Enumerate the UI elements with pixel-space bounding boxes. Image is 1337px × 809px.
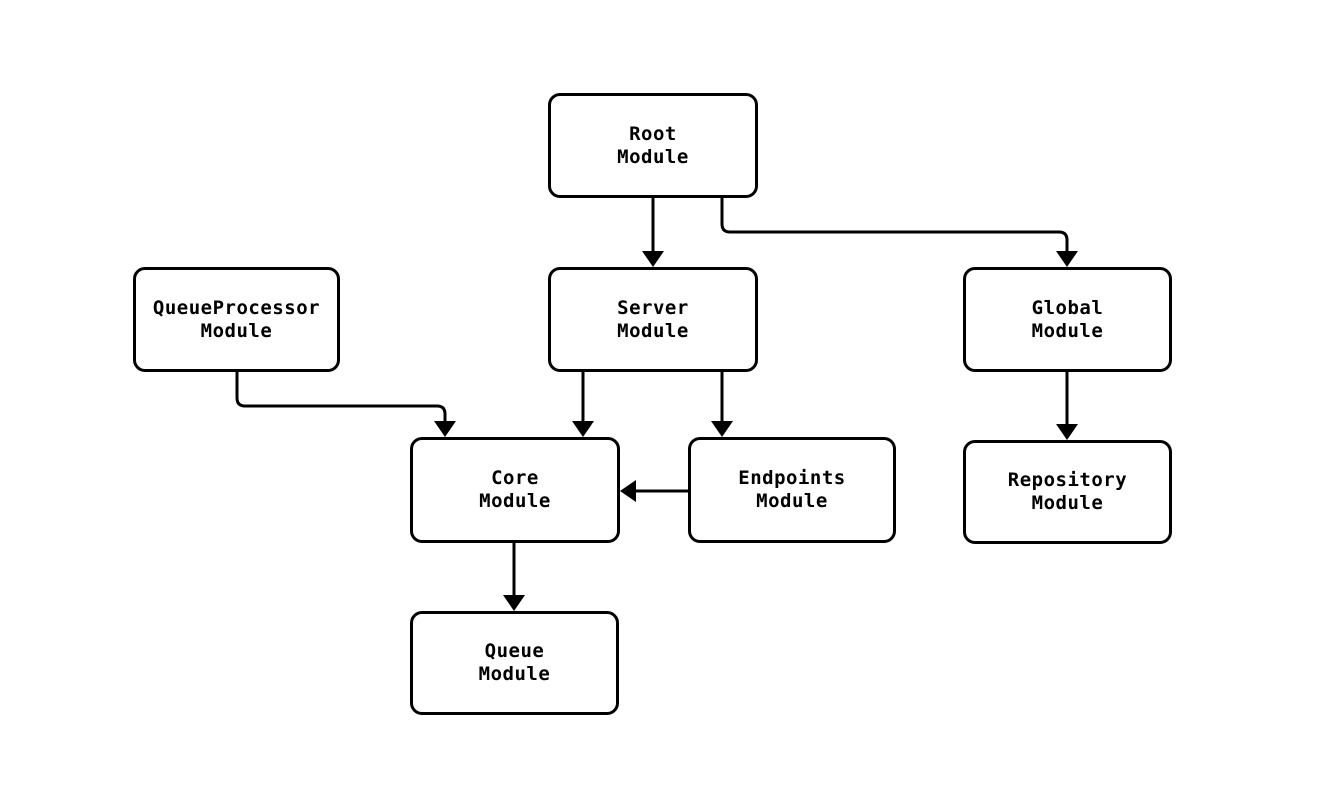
node-queue-processor-module-label: QueueProcessor Module bbox=[152, 296, 321, 342]
node-core-module-label: Core Module bbox=[479, 467, 551, 512]
arrowhead-root-to-server bbox=[642, 251, 664, 267]
node-root-module: Root Module bbox=[548, 93, 758, 198]
arrowhead-root-to-global bbox=[1056, 251, 1078, 267]
edge-root-to-global bbox=[720, 198, 1069, 253]
node-root-module-label: Root Module bbox=[617, 122, 689, 168]
node-server-module-label: Server Module bbox=[617, 296, 689, 342]
node-global-module-label: Global Module bbox=[1031, 296, 1104, 342]
arrowhead-queueProcessor-to-core bbox=[434, 421, 456, 437]
node-server-module: Server Module bbox=[548, 267, 758, 372]
node-queue-processor-module: QueueProcessor Module bbox=[133, 267, 340, 372]
arrowhead-global-to-repository bbox=[1056, 424, 1078, 440]
edge-queueProcessor-to-core bbox=[235, 372, 447, 423]
node-endpoints-module-label: Endpoints Module bbox=[738, 467, 846, 512]
node-repository-module-label: Repository Module bbox=[1007, 469, 1128, 514]
node-core-module: Core Module bbox=[410, 437, 620, 543]
arrowhead-server-to-core bbox=[572, 421, 594, 437]
node-repository-module: Repository Module bbox=[963, 440, 1172, 544]
node-queue-module-label: Queue Module bbox=[478, 640, 551, 685]
node-global-module: Global Module bbox=[963, 267, 1172, 372]
node-endpoints-module: Endpoints Module bbox=[688, 437, 896, 543]
node-queue-module: Queue Module bbox=[410, 611, 619, 715]
arrowhead-core-to-queue bbox=[503, 595, 525, 611]
arrowhead-server-to-endpoints bbox=[711, 421, 733, 437]
arrowhead-endpoints-to-core bbox=[620, 480, 636, 502]
